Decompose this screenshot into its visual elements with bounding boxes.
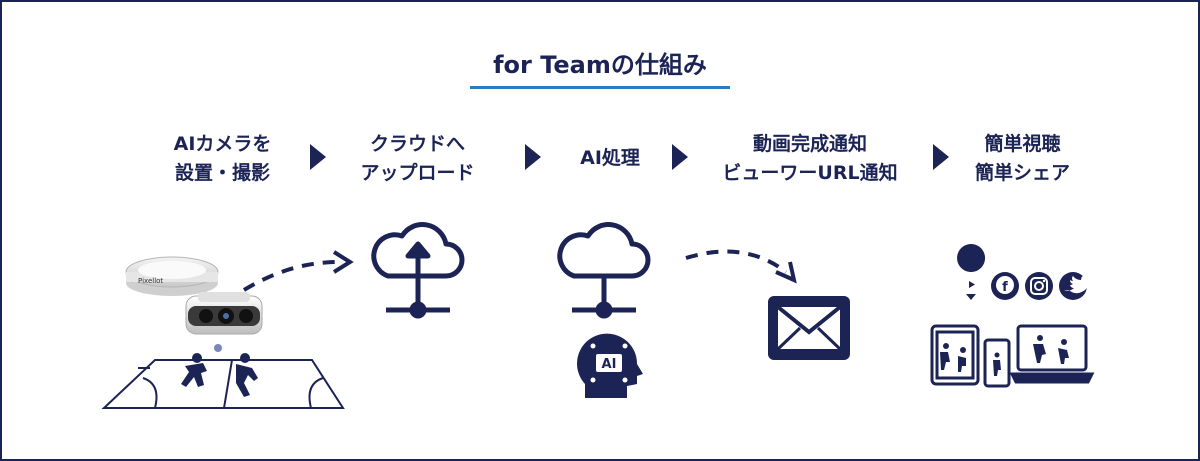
step-camera-setup: AIカメラを 設置・撮影 (150, 130, 295, 188)
page-title: for Teamの仕組み (493, 51, 707, 79)
ai-badge: AI (602, 357, 617, 372)
dashed-arrow-icon (242, 250, 354, 292)
step-2-line-1: クラウドへ (369, 133, 465, 155)
step-1-line-2: 設置・撮影 (174, 162, 270, 184)
arrow-right-icon (933, 144, 949, 170)
step-4-line-1: 動画完成通知 (752, 133, 867, 155)
twitter-icon (1059, 272, 1092, 300)
sports-court-icon (101, 359, 345, 409)
instagram-icon (1025, 272, 1053, 300)
step-cloud-upload: クラウドへ アップロード (340, 130, 495, 188)
youtube-icon (957, 244, 986, 300)
cloud-network-icon (557, 222, 651, 319)
players-icon (181, 344, 258, 397)
arrow-right-icon (672, 144, 688, 170)
devices-icon (930, 324, 1095, 388)
dashed-arrow-icon (685, 249, 797, 284)
camera-label: Pixellot (138, 277, 163, 285)
step-5-line-2: 簡単シェア (974, 162, 1070, 184)
mail-icon (768, 296, 850, 360)
svg-text:f: f (1002, 280, 1008, 295)
step-5-line-1: 簡単視聴 (984, 133, 1061, 155)
step-view-share: 簡単視聴 簡単シェア (955, 130, 1090, 188)
cloud-upload-icon (371, 222, 465, 319)
step-3-line-1: AI処理 (580, 147, 640, 169)
step-2-line-2: アップロード (360, 162, 475, 184)
step-notification: 動画完成通知 ビューワーURL通知 (700, 130, 920, 188)
facebook-icon: f (991, 272, 1019, 300)
ai-camera-icon: Pixellot (125, 256, 263, 335)
title-underline (470, 86, 730, 89)
ai-brain-icon: AI (577, 333, 643, 398)
arrow-right-icon (310, 144, 326, 170)
arrow-right-icon (525, 144, 541, 170)
step-1-line-1: AIカメラを (173, 133, 272, 155)
step-ai-processing: AI処理 (560, 144, 660, 173)
step-4-line-2: ビューワーURL通知 (722, 162, 898, 184)
